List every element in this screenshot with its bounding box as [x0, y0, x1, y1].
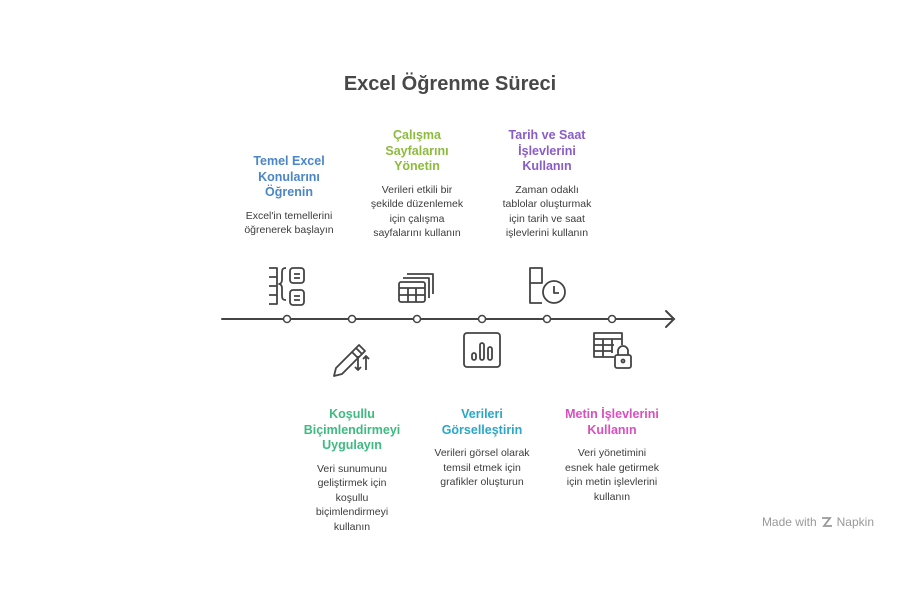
timeline-dot — [542, 314, 552, 324]
bar-chart-icon — [463, 332, 501, 368]
timeline-dot — [412, 314, 422, 324]
step-description: Veri yönetimini esnek hale getirmek için… — [565, 447, 659, 503]
made-with-napkin[interactable]: Made with Napkin — [762, 515, 874, 529]
step-3: Çalışma Sayfalarını Yönetin Verileri etk… — [347, 128, 487, 241]
step-title: Verileri Görselleştirin — [441, 407, 523, 437]
arrow-head-icon — [665, 310, 676, 328]
calendar-clock-icon — [529, 267, 566, 304]
step-description: Verileri görsel olarak temsil etmek için… — [434, 447, 530, 488]
made-with-label: Made with — [761, 515, 817, 529]
step-title: Çalışma Sayfalarını Yönetin — [385, 128, 449, 173]
step-description: Zaman odaklı tablolar oluşturmak için ta… — [502, 183, 592, 240]
timeline-dot — [347, 314, 357, 324]
step-title: Temel Excel Konularını Öğrenin — [253, 154, 325, 199]
step-title: Koşullu Biçimlendirmeyi Uygulayın — [303, 407, 401, 452]
timeline-dot — [282, 314, 292, 324]
diagram-title: Excel Öğrenme Süreci — [343, 73, 557, 95]
step-title: Metin İşlevlerini Kullanın — [565, 407, 659, 437]
stacked-sheets-icon — [398, 273, 434, 303]
step-1: Temel Excel Konularını Öğrenin Excel'in … — [219, 154, 359, 238]
step-title: Tarih ve Saat İşlevlerini Kullanın — [508, 128, 586, 173]
table-lock-icon — [593, 332, 632, 369]
step-description: Verileri etkili bir şekilde düzenlemek i… — [370, 183, 464, 240]
timeline-dot — [477, 314, 487, 324]
napkin-brand: Napkin — [836, 515, 874, 529]
step-description: Excel'in temellerini öğrenerek başlayın — [244, 209, 334, 237]
napkin-logo-icon — [821, 517, 832, 527]
pencil-sort-icon — [333, 344, 370, 377]
timeline-dot — [607, 314, 617, 324]
step-description: Veri sunumunu geliştirmek için koşullu b… — [315, 462, 389, 533]
step-6: Metin İşlevlerini Kullanın Veri yönetimi… — [542, 407, 682, 504]
step-2: Koşullu Biçimlendirmeyi Uygulayın Veri s… — [282, 407, 422, 534]
step-4: Verileri Görselleştirin Verileri görsel … — [412, 407, 552, 490]
step-5: Tarih ve Saat İşlevlerini Kullanın Zaman… — [477, 128, 617, 241]
spreadsheet-braces-icon — [269, 267, 305, 306]
